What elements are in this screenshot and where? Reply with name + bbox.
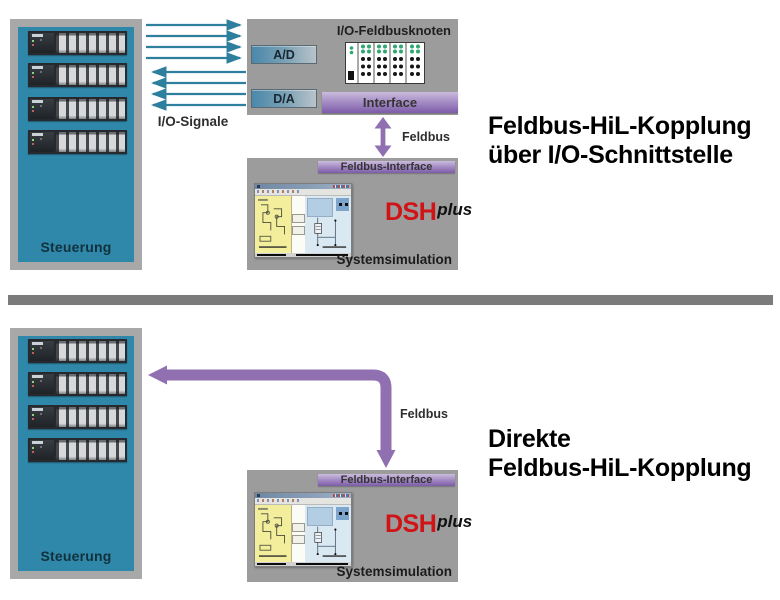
- circuit-sketch-icon: [258, 198, 287, 248]
- plc-rack-image: [28, 97, 127, 121]
- window-toolbar: [255, 189, 351, 196]
- brand-dsh: DSH: [385, 510, 437, 538]
- systemsimulation-box-bottom: Feldbus-Interface: [247, 470, 472, 582]
- plc-rack-image: [28, 31, 127, 55]
- window-footer: [255, 562, 351, 566]
- feldbus-label-top: Feldbus: [402, 130, 450, 144]
- interface-bar: Interface: [322, 92, 458, 113]
- parameter-strip: [291, 196, 305, 253]
- headline-top-line2: über I/O-Schnittstelle: [488, 140, 733, 169]
- plc-rack-image: [28, 63, 127, 87]
- window-body: [255, 505, 351, 562]
- dshplus-screenshot: [254, 492, 352, 567]
- circuit-sketch-icon: [258, 507, 287, 557]
- scope-block: [336, 198, 349, 211]
- feldbus-label-bottom: Feldbus: [400, 407, 448, 421]
- steuerung-panel: Steuerung: [18, 27, 134, 262]
- schematic-panel-yellow: [255, 196, 292, 253]
- component-block: [306, 198, 333, 217]
- headline-bottom-line2: Feldbus-HiL-Kopplung: [488, 453, 752, 482]
- simulation-panel-blue: [304, 505, 351, 562]
- systemsimulation-label: Systemsimulation: [336, 564, 452, 579]
- io-signale-label: I/O-Signale: [157, 114, 229, 129]
- plc-rack-image: [28, 438, 127, 462]
- scope-block: [336, 507, 349, 520]
- steuerung-label: Steuerung: [40, 548, 112, 564]
- window-toolbar: [255, 498, 351, 505]
- dshplus-logo: DSH plus: [385, 512, 472, 537]
- window-footer: [255, 253, 351, 257]
- dshplus-window: [254, 183, 352, 258]
- da-converter-block: D/A: [251, 89, 317, 108]
- window-titlebar: [255, 184, 351, 189]
- headline-top: Feldbus-HiL-Kopplung über I/O-Schnittste…: [488, 112, 752, 169]
- brand-plus: plus: [437, 200, 473, 219]
- headline-top-line1: Feldbus-HiL-Kopplung: [488, 112, 752, 140]
- dshplus-logo: DSH plus: [385, 200, 472, 225]
- simulation-panel-blue: [304, 196, 351, 253]
- steuerung-panel: Steuerung: [18, 336, 134, 571]
- schematic-panel-yellow: [255, 505, 292, 562]
- plc-rack-image: [28, 130, 127, 154]
- plc-rack-image: [28, 372, 127, 396]
- headline-bottom: Direkte Feldbus-HiL-Kopplung: [488, 425, 752, 482]
- feldbus-double-arrow-icon: [374, 117, 392, 157]
- systemsimulation-box-top: Feldbus-Interface: [247, 158, 472, 270]
- steuerung-box-bottom: Steuerung: [10, 328, 142, 579]
- signal-flow-icon: [314, 526, 347, 557]
- systemsimulation-label: Systemsimulation: [336, 252, 452, 267]
- ad-converter-block: A/D: [251, 45, 317, 64]
- feldbus-direct-arrow-icon: [148, 365, 396, 468]
- dshplus-screenshot: [254, 183, 352, 258]
- fieldbus-node-image: [345, 42, 425, 84]
- io-feldbusknoten-title: I/O-Feldbusknoten: [336, 23, 451, 38]
- window-body: [255, 196, 351, 253]
- plc-rack-image: [28, 339, 127, 363]
- brand-plus: plus: [437, 512, 473, 531]
- steuerung-label: Steuerung: [40, 239, 112, 255]
- io-signal-arrows-icon: [146, 19, 246, 111]
- signal-flow-icon: [314, 217, 347, 248]
- dshplus-window: [254, 492, 352, 567]
- headline-bottom-line1: Direkte: [488, 425, 571, 453]
- plc-rack-image: [28, 405, 127, 429]
- component-block: [306, 507, 333, 526]
- feldbus-interface-bar: Feldbus-Interface: [318, 474, 455, 486]
- window-titlebar: [255, 493, 351, 498]
- brand-dsh: DSH: [385, 198, 437, 226]
- feldbus-interface-bar: Feldbus-Interface: [318, 161, 455, 173]
- io-feldbusknoten-box: I/O-Feldbusknoten A/D D/A Interface: [247, 19, 458, 115]
- section-divider: [8, 295, 773, 305]
- steuerung-box-top: Steuerung: [10, 19, 142, 270]
- parameter-strip: [291, 505, 305, 562]
